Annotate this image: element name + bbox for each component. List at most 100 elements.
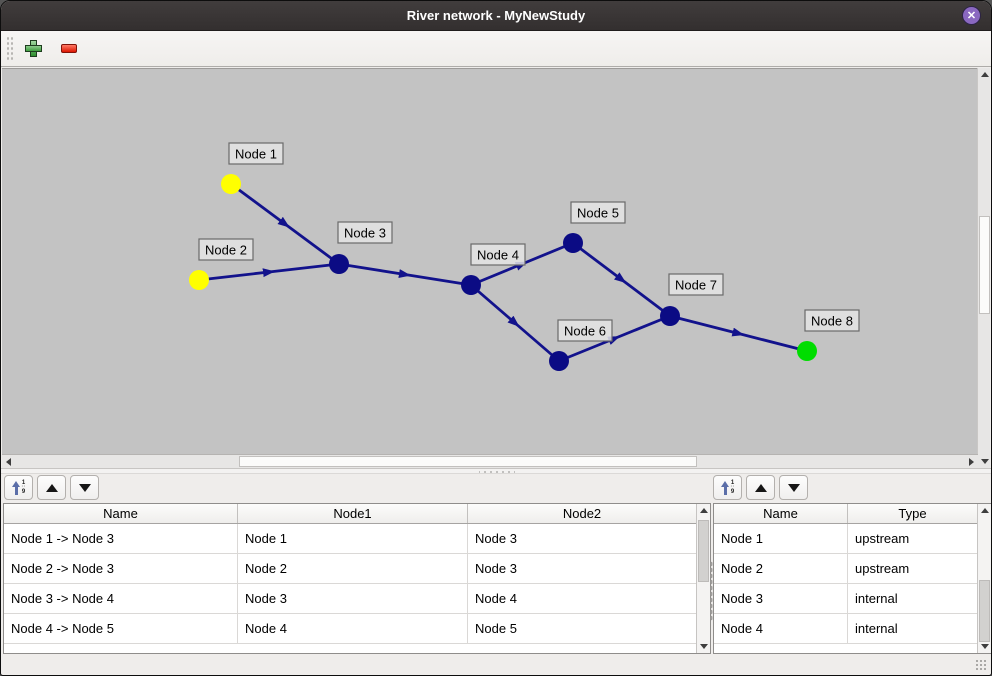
scroll-right-arrow-icon[interactable]	[965, 455, 978, 468]
sort-ascending-icon: 1 ·· 9	[11, 480, 26, 495]
svg-text:Node 6: Node 6	[564, 324, 606, 339]
table-cell[interactable]: Node 3	[714, 584, 848, 613]
river-branch-edge[interactable]	[669, 314, 808, 353]
vertical-splitter[interactable]	[710, 561, 713, 621]
table-cell[interactable]: upstream	[855, 531, 910, 546]
scroll-down-arrow-icon[interactable]	[978, 640, 991, 653]
table-cell[interactable]: upstream	[855, 561, 910, 576]
table-cell[interactable]: Node 1	[238, 524, 468, 553]
table-cell[interactable]: Node 4	[714, 614, 848, 643]
column-header[interactable]: Node2	[562, 506, 602, 521]
network-node[interactable]	[660, 306, 680, 326]
nodes-table-scrollbar[interactable]	[977, 504, 991, 653]
scroll-thumb[interactable]	[698, 520, 709, 582]
vertical-scroll-thumb[interactable]	[979, 216, 990, 314]
sort-button[interactable]: 1 ·· 9	[4, 475, 33, 500]
column-header[interactable]: Node1	[238, 504, 468, 523]
move-down-button[interactable]	[70, 475, 99, 500]
table-cell[interactable]: Node 1 -> Node 3	[4, 524, 238, 553]
scroll-down-arrow-icon[interactable]	[978, 455, 991, 468]
column-header[interactable]: Name	[4, 504, 238, 523]
table-cell[interactable]: Node 2 -> Node 3	[4, 554, 238, 583]
table-cell[interactable]: Node 3	[475, 531, 517, 546]
move-up-button[interactable]	[746, 475, 775, 500]
river-branch-edge[interactable]	[572, 241, 671, 318]
network-node[interactable]	[563, 233, 583, 253]
river-branch-edge[interactable]	[558, 314, 671, 363]
branches-table-scrollbar[interactable]	[696, 504, 710, 653]
table-cell[interactable]: Node 3	[475, 561, 517, 576]
table-cell[interactable]: Node 4 -> Node 5	[4, 614, 238, 643]
remove-icon[interactable]	[61, 44, 77, 53]
column-header[interactable]: Type	[898, 506, 927, 521]
river-branch-edge[interactable]	[470, 283, 560, 363]
main-toolbar	[1, 31, 991, 67]
sort-button[interactable]: 1 ·· 9	[713, 475, 742, 500]
table-cell[interactable]: internal	[855, 591, 898, 606]
river-branch-edge[interactable]	[230, 182, 340, 266]
toolbar-drag-handle[interactable]	[6, 35, 14, 62]
table-cell[interactable]: Node 2	[714, 554, 848, 583]
node-label: Node 8	[804, 309, 860, 332]
nodes-table-toolbar: 1 ·· 9	[713, 475, 812, 501]
horizontal-scroll-thumb[interactable]	[239, 456, 697, 467]
svg-text:Node 5: Node 5	[577, 206, 619, 221]
table-cell[interactable]: Node 2	[238, 554, 468, 583]
table-cell[interactable]: Node 4	[475, 591, 517, 606]
network-node[interactable]	[549, 351, 569, 371]
network-node[interactable]	[329, 254, 349, 274]
close-button[interactable]: ✕	[962, 6, 981, 25]
canvas-horizontal-scrollbar[interactable]	[2, 454, 978, 468]
network-node[interactable]	[189, 270, 209, 290]
partial-row	[4, 644, 696, 653]
river-branch-edge[interactable]	[198, 262, 340, 282]
network-node[interactable]	[221, 174, 241, 194]
network-node[interactable]	[797, 341, 817, 361]
nodes-table-header: Name Type	[714, 504, 977, 524]
window-resize-grip[interactable]	[975, 659, 987, 671]
table-row[interactable]: Node 3 internal	[714, 584, 977, 614]
scroll-down-arrow-icon[interactable]	[697, 640, 710, 653]
network-node[interactable]	[461, 275, 481, 295]
column-header[interactable]: Name	[714, 504, 848, 523]
svg-text:Node 7: Node 7	[675, 278, 717, 293]
node-label: Node 5	[570, 201, 626, 224]
table-cell[interactable]: Node 3	[238, 584, 468, 613]
add-icon[interactable]	[25, 40, 42, 57]
branches-table-toolbar: 1 ·· 9	[4, 475, 103, 501]
table-cell[interactable]: Node 5	[475, 621, 517, 636]
scroll-up-arrow-icon[interactable]	[978, 68, 991, 81]
move-up-button[interactable]	[37, 475, 66, 500]
move-down-button[interactable]	[779, 475, 808, 500]
table-cell[interactable]: Node 1	[714, 524, 848, 553]
splitter-grip-dots	[479, 470, 515, 474]
down-arrow-icon	[787, 483, 800, 492]
window-title: River network - MyNewStudy	[406, 8, 586, 23]
scroll-up-arrow-icon[interactable]	[697, 504, 710, 517]
table-cell[interactable]: internal	[855, 621, 898, 636]
table-row[interactable]: Node 1 upstream	[714, 524, 977, 554]
node-label: Node 2	[198, 238, 254, 261]
table-cell[interactable]: Node 4	[238, 614, 468, 643]
river-branch-edge[interactable]	[338, 262, 472, 287]
svg-text:Node 1: Node 1	[235, 147, 277, 162]
up-arrow-icon	[754, 483, 767, 492]
table-row[interactable]: Node 4 internal	[714, 614, 977, 644]
table-row[interactable]: Node 2 upstream	[714, 554, 977, 584]
table-cell[interactable]: Node 3 -> Node 4	[4, 584, 238, 613]
scroll-up-arrow-icon[interactable]	[978, 504, 991, 517]
titlebar[interactable]: River network - MyNewStudy ✕	[1, 1, 991, 31]
scroll-thumb[interactable]	[979, 580, 990, 642]
horizontal-splitter[interactable]	[1, 468, 991, 474]
scroll-left-arrow-icon[interactable]	[2, 455, 15, 468]
canvas-vertical-scrollbar[interactable]	[977, 68, 990, 468]
